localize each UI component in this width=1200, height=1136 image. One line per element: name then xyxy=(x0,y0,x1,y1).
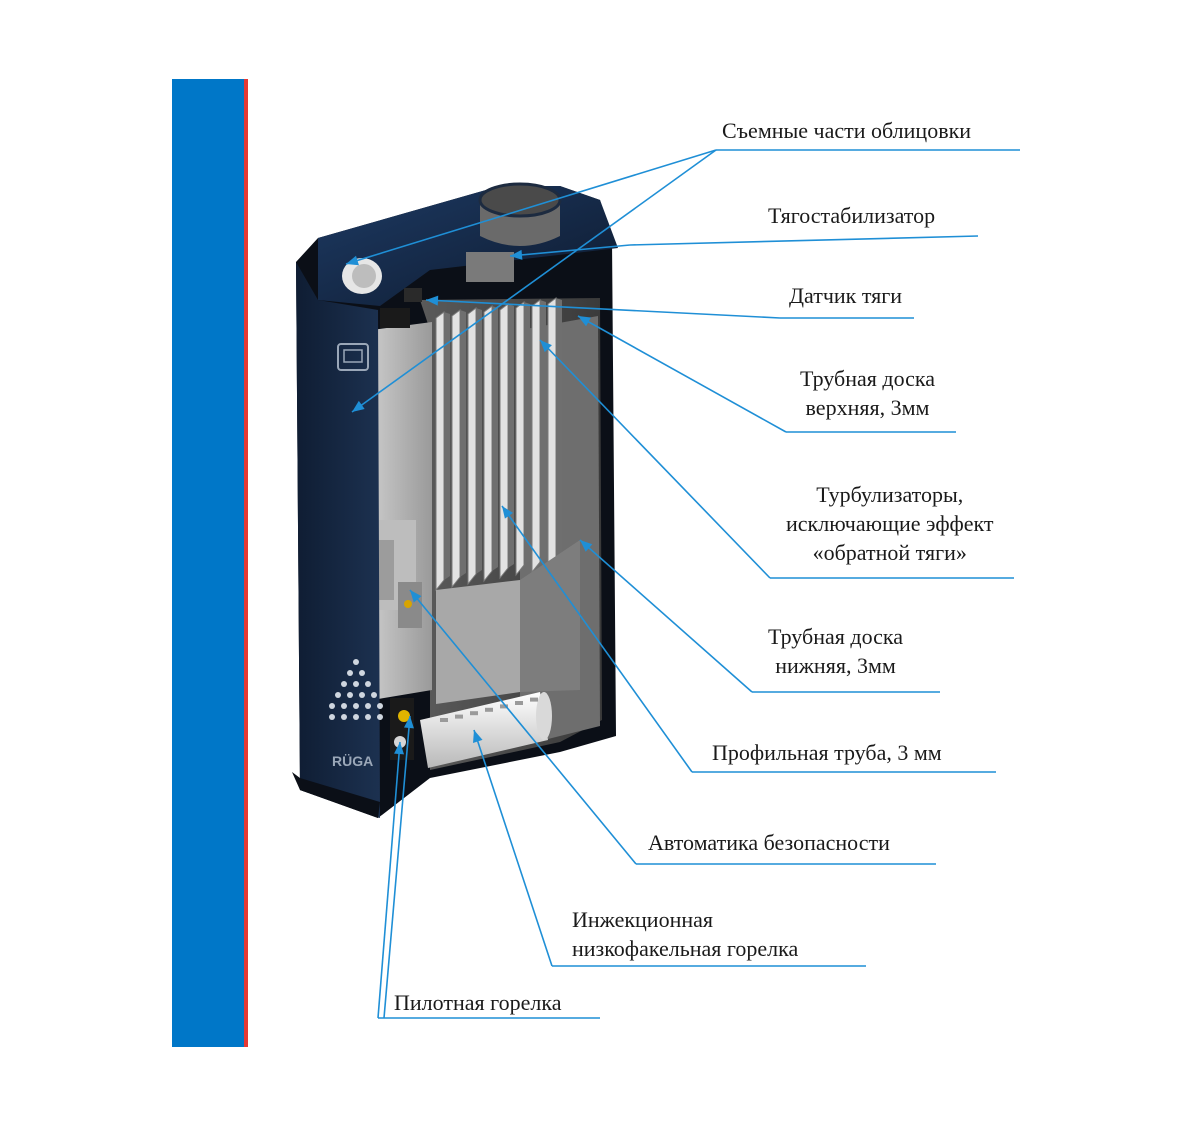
side-bar-blue xyxy=(172,79,244,1047)
leader-cladding-pointer-2 xyxy=(351,149,717,413)
leader-cladding-pointer xyxy=(345,149,717,265)
leader-safety-pointer xyxy=(409,589,637,865)
vent-hole xyxy=(371,692,377,698)
leader-stabilizer xyxy=(629,235,979,246)
vent-hole xyxy=(377,714,383,720)
vent-hole xyxy=(377,703,383,709)
leader-arrowhead xyxy=(580,540,593,552)
burner-nozzle xyxy=(530,697,538,702)
safety-automatics-block xyxy=(374,520,422,628)
vent-hole xyxy=(335,692,341,698)
label-upper-plate: Трубная доска верхняя, 3мм xyxy=(800,366,935,420)
vent-hole xyxy=(353,703,359,709)
label-safety: Автоматика безопасности xyxy=(648,830,890,855)
leader-arrowhead xyxy=(410,590,422,603)
fin xyxy=(531,299,541,574)
draft-stabilizer xyxy=(466,252,514,282)
fin-shadow xyxy=(540,300,546,562)
vent-hole xyxy=(341,703,347,709)
leader-arrowhead xyxy=(426,295,439,306)
lower-plate xyxy=(436,540,580,704)
leader-upper-plate-pointer xyxy=(577,315,787,433)
label-pilot: Пилотная горелка xyxy=(394,990,562,1015)
top-cladding xyxy=(318,182,618,306)
label-burner: Инжекционная низкофакельная горелка xyxy=(572,907,799,961)
leader-arrowhead xyxy=(502,506,514,519)
fin-shadow xyxy=(556,298,562,559)
label-stabilizer: Тягостабилизатор xyxy=(768,203,936,228)
vent-hole xyxy=(365,681,371,687)
leader-draft-sensor-pointer xyxy=(425,299,781,319)
leader-arrowhead xyxy=(346,255,359,266)
leader-stabilizer-pointer xyxy=(509,244,631,257)
vent-hole xyxy=(365,703,371,709)
leader-lines xyxy=(345,149,1020,1019)
side-bar-red-edge xyxy=(244,79,248,1047)
draft-sensor xyxy=(380,288,422,328)
leader-arrowhead xyxy=(394,742,405,755)
leader-arrowhead xyxy=(510,249,523,260)
vent-hole xyxy=(353,659,359,665)
vent-hole xyxy=(365,714,371,720)
fin xyxy=(451,309,461,589)
label-profile-pipe: Профильная труба, 3 мм xyxy=(712,740,942,765)
vent-hole xyxy=(347,670,353,676)
vent-hole xyxy=(359,670,365,676)
leader-arrowhead xyxy=(403,716,414,729)
label-turbulizers: Турбулизаторы, исключающие эффект «обрат… xyxy=(786,482,994,565)
vent-hole xyxy=(353,714,359,720)
label-lower-plate: Трубная доска нижняя, 3мм xyxy=(768,624,903,678)
fin-shadow xyxy=(492,306,498,571)
vent-hole xyxy=(359,692,365,698)
fin xyxy=(435,311,445,592)
leader-arrowhead xyxy=(578,316,591,327)
fin xyxy=(547,297,557,571)
leader-pilot-pointer xyxy=(377,741,401,1019)
burner-nozzle xyxy=(515,701,523,705)
burner-tube xyxy=(420,692,552,768)
vent-hole xyxy=(341,681,347,687)
boiler-base xyxy=(292,772,380,818)
burner-nozzle xyxy=(440,718,448,722)
fin xyxy=(499,303,509,580)
fin-shadow xyxy=(460,310,466,577)
vent-hole xyxy=(353,681,359,687)
front-cladding-panel: RÜGA xyxy=(296,262,383,818)
vent-hole xyxy=(341,714,347,720)
fin-shadow xyxy=(444,312,450,580)
leader-lower-plate-pointer xyxy=(579,539,753,693)
burner-nozzle xyxy=(500,704,508,709)
leader-pilot-pointer-2 xyxy=(383,715,411,1019)
leader-arrowhead xyxy=(352,400,365,412)
fin-shadow xyxy=(508,304,514,568)
vent-hole xyxy=(329,714,335,720)
leader-arrowhead xyxy=(473,730,483,743)
burner-nozzle xyxy=(485,707,493,712)
fin-shadow xyxy=(524,302,530,565)
label-draft-sensor: Датчик тяги xyxy=(789,283,903,308)
leader-arrowhead xyxy=(540,340,552,353)
brand-logo: RÜGA xyxy=(332,753,373,769)
burner-nozzle xyxy=(470,711,478,716)
leader-profile-pipe-pointer xyxy=(501,505,693,773)
fin-shadow xyxy=(476,308,482,574)
leader-turbulizers-pointer xyxy=(539,339,771,579)
burner-nozzle xyxy=(455,714,463,719)
leader-burner-pointer xyxy=(473,729,553,967)
fin xyxy=(467,307,477,586)
vent-hole xyxy=(347,692,353,698)
label-cladding: Съемные части облицовки xyxy=(722,118,972,143)
fin xyxy=(483,305,493,583)
vent-hole xyxy=(329,703,335,709)
